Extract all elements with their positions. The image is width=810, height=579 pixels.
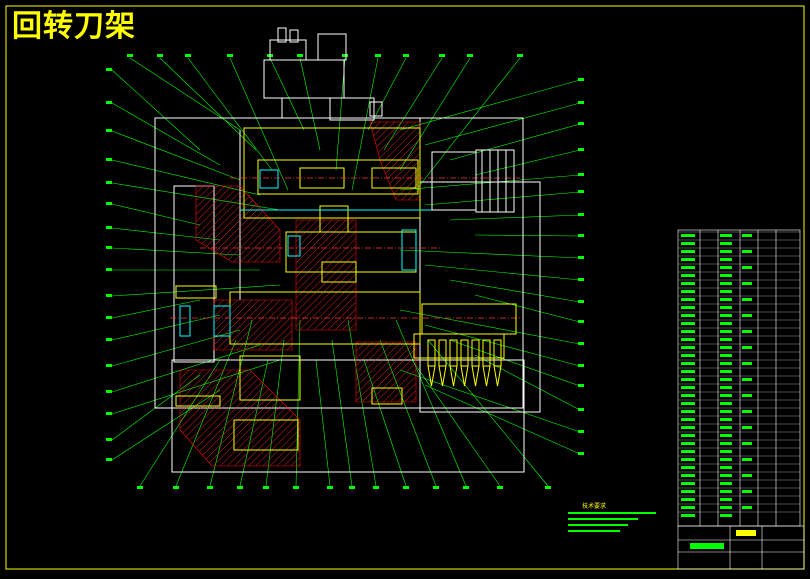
housing: [154, 117, 541, 473]
parts-list-table: [677, 229, 801, 527]
technical-notes-lines: [568, 512, 656, 532]
housing-frame: [154, 117, 524, 409]
drawing-title: 回转刀架: [12, 9, 136, 44]
section-outlines: [175, 127, 421, 451]
sheet-border: [5, 5, 805, 570]
hatched-sections: [179, 121, 421, 467]
hatch-left-upper: [195, 185, 281, 263]
hatch-mid-left: [213, 299, 293, 351]
lower-frame: [171, 359, 525, 473]
right-motor-frame: [419, 181, 541, 413]
centerlines: [170, 177, 520, 319]
right-motor: [431, 149, 515, 213]
leader-number-marks: [106, 54, 584, 489]
top-motor: [263, 27, 383, 121]
tool-holders: [413, 303, 517, 359]
hatch-right-lower: [355, 341, 417, 403]
bearings: [179, 169, 440, 337]
title-block: [677, 525, 805, 570]
hatch-left-lower: [179, 369, 301, 467]
tool-row: [427, 339, 502, 387]
parts-list-rows: [678, 231, 800, 517]
left-flange: [173, 185, 215, 363]
hatch-right-upper: [369, 121, 421, 201]
hatch-center: [295, 219, 357, 331]
tech-requirements-heading: 技术要求: [582, 503, 607, 510]
